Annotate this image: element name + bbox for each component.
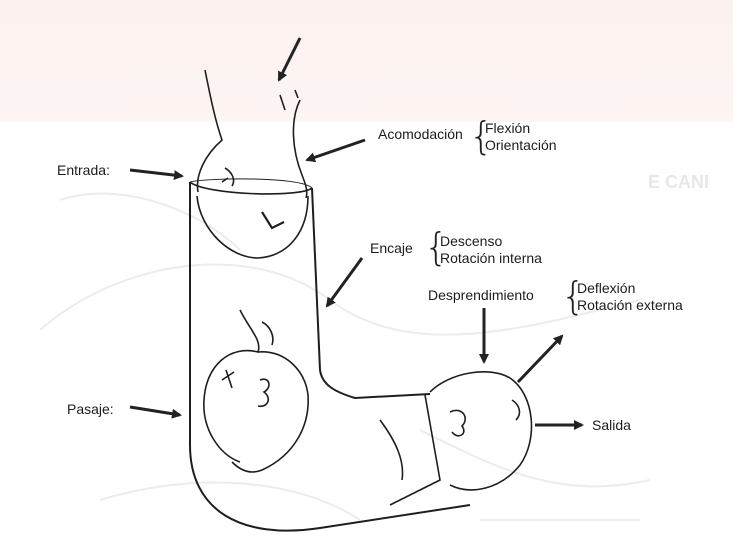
desprendimiento-item-2: Rotación externa [577,297,683,314]
label-pasaje: Pasaje: [67,401,114,418]
acomodacion-item-1: Flexión [485,120,530,137]
fetus-stage-salida [380,372,531,505]
arrows [130,38,582,425]
arrow-deflexion [518,336,562,382]
fetus-stage-pasaje [204,310,308,472]
arrow-acomodacion [307,140,365,160]
label-encaje: Encaje [370,240,413,257]
arrow-encaje [327,258,362,306]
arrow-top-down [279,38,300,80]
label-desprendimiento: Desprendimiento [428,287,534,304]
encaje-item-1: Descenso [440,233,502,250]
encaje-item-2: Rotación interna [440,250,542,267]
label-salida: Salida [592,417,631,434]
canal-top-opening [190,182,312,194]
arrow-pasaje [130,407,180,415]
acomodacion-item-2: Orientación [485,137,557,154]
desprendimiento-item-1: Deflexión [577,280,635,297]
label-acomodacion: Acomodación [378,126,463,143]
arrow-entrada [130,170,182,176]
label-entrada: Entrada: [57,162,110,179]
background-ghost-sketch [40,194,650,520]
